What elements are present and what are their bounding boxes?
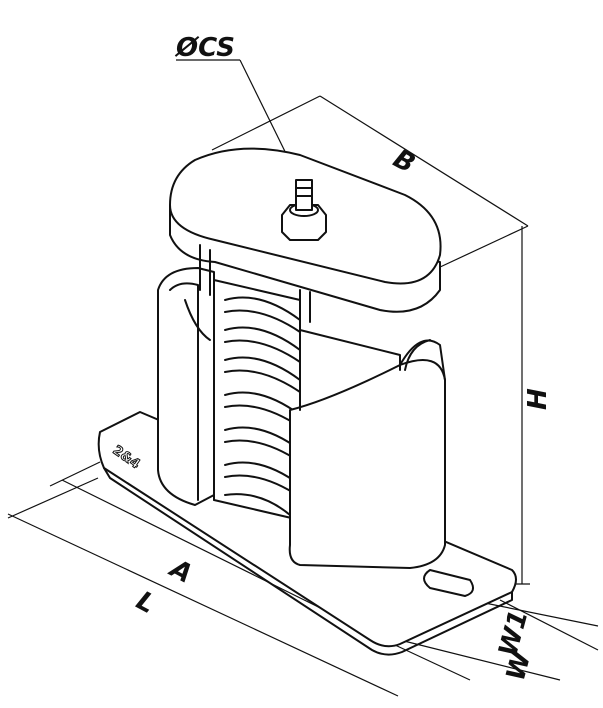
right-housing <box>288 319 446 569</box>
label-w: W <box>501 647 538 684</box>
label-cs: ØCS <box>174 33 235 63</box>
dimension-lines <box>7 59 599 697</box>
label-l: L <box>131 586 160 620</box>
label-a: A <box>163 553 197 590</box>
label-b: B <box>388 144 420 180</box>
left-housing <box>157 267 215 506</box>
bolt-assembly <box>281 179 327 241</box>
label-h: H <box>523 388 553 410</box>
spring-coil <box>213 274 301 521</box>
